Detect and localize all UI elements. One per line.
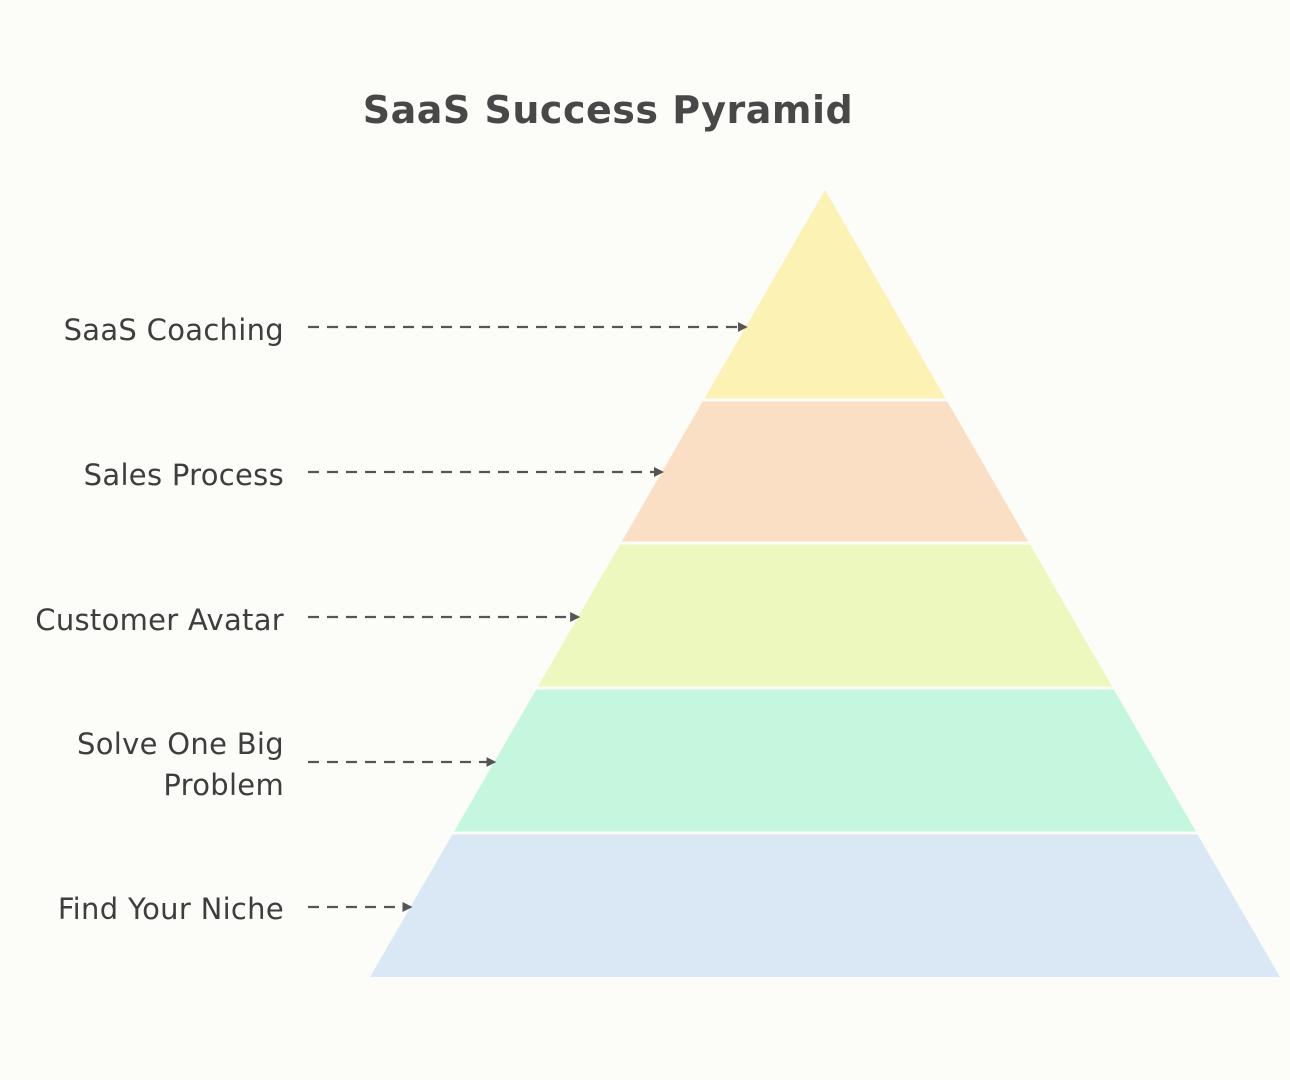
pyramid-layer-solve-one-big-problem xyxy=(454,689,1196,832)
level-label-find-your-niche: Find Your Niche xyxy=(57,892,284,926)
pyramid-layer-customer-avatar xyxy=(537,544,1113,687)
diagram-title: SaaS Success Pyramid xyxy=(362,88,854,132)
pyramid-layer-saas-coaching xyxy=(704,190,946,399)
pyramid-layer-sales-process xyxy=(621,401,1029,542)
pyramid-layer-find-your-niche xyxy=(370,834,1280,977)
level-label-solve-one-big-problem: Solve One Big Problem xyxy=(77,727,284,802)
level-label-customer-avatar: Customer Avatar xyxy=(35,603,284,637)
level-label-sales-process: Sales Process xyxy=(83,458,284,492)
level-label-saas-coaching: SaaS Coaching xyxy=(63,313,284,347)
